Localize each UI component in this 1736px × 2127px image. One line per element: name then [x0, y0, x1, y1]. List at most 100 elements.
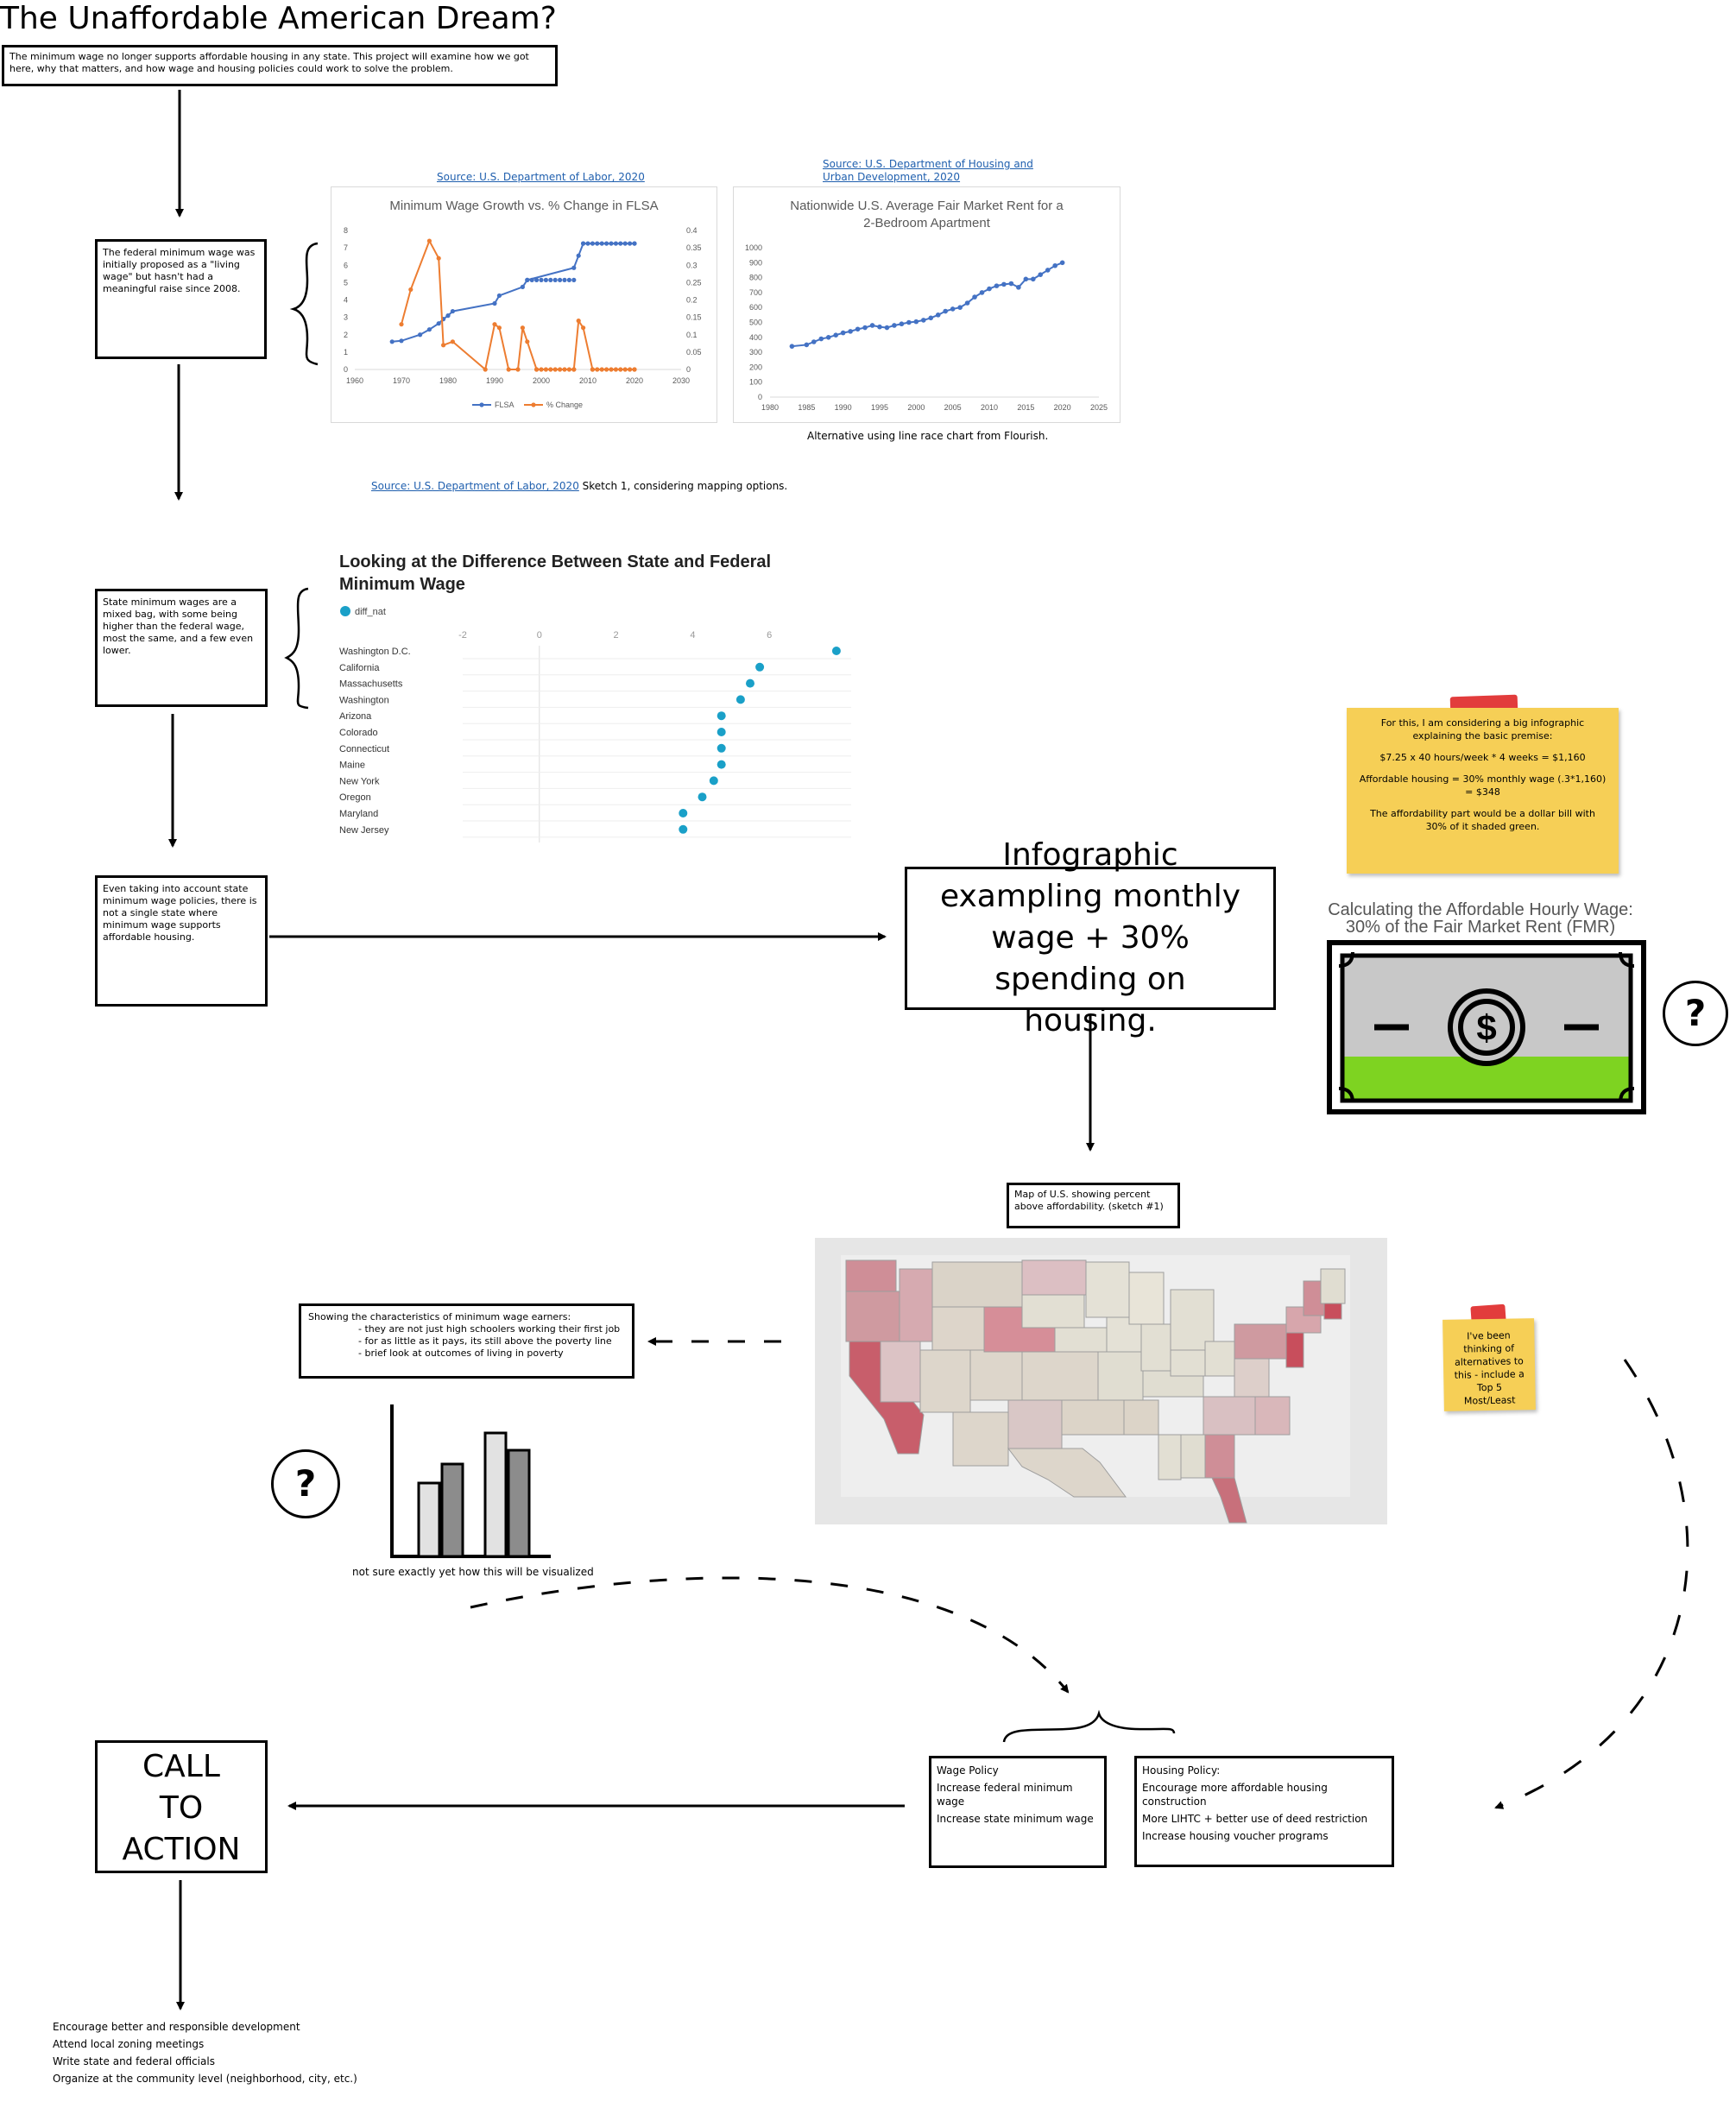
arrow-curve-right — [1494, 1359, 1689, 1809]
dollar-title-2: 30% of the Fair Market Rent (FMR) — [1345, 918, 1616, 937]
data-point — [1052, 262, 1057, 268]
data-point — [562, 367, 567, 372]
data-point — [1016, 285, 1021, 290]
data-point — [426, 238, 432, 243]
data-point — [789, 344, 795, 349]
intro-text: The minimum wage no longer supports affo… — [9, 51, 529, 74]
infographic-text: Infographic exampling monthly wage + 30%… — [939, 837, 1241, 1038]
data-point — [548, 277, 553, 282]
y-tick-label: 100 — [749, 378, 762, 387]
dot-point — [755, 662, 765, 672]
y2-tick-label: 0.15 — [686, 313, 702, 322]
data-point — [450, 308, 455, 314]
wage-policy-box: Wage Policy Increase federal minimum wag… — [929, 1756, 1107, 1868]
y-tick-label: 400 — [749, 333, 762, 342]
data-point — [529, 277, 534, 282]
data-point — [987, 286, 992, 292]
data-point — [426, 327, 432, 332]
source-link-hud-1[interactable]: Source: U.S. Department of Housing and — [823, 158, 1033, 170]
category-label: California — [339, 663, 380, 673]
federal-wage-box: The federal minimum wage was initially p… — [95, 239, 267, 359]
characteristics-item-3: - brief look at outcomes of living in po… — [358, 1348, 564, 1359]
data-point — [811, 339, 817, 344]
x-tick-label: 1980 — [761, 403, 779, 412]
y-tick-label: 8 — [344, 226, 348, 235]
data-point — [609, 241, 614, 246]
characteristics-item-1: - they are not just high schoolers worki… — [358, 1323, 621, 1335]
data-point — [818, 336, 824, 342]
data-point — [628, 241, 633, 246]
even-state-box: Even taking into account state minimum w… — [95, 875, 268, 1007]
us-choropleth-map — [815, 1238, 1387, 1524]
category-label: Oregon — [339, 792, 371, 803]
y2-tick-label: 0.25 — [686, 278, 702, 287]
data-point — [1059, 260, 1065, 266]
data-point — [525, 277, 530, 282]
dot-point — [746, 678, 754, 688]
data-point — [418, 332, 423, 338]
diff-chart: Looking at the Difference Between State … — [337, 549, 863, 843]
data-point — [1031, 276, 1036, 282]
federal-wage-text: The federal minimum wage was initially p… — [103, 247, 256, 294]
y-tick-label: 900 — [749, 258, 762, 267]
source-line-bottom: Source: U.S. Department of Labor, 2020 S… — [371, 480, 787, 492]
series-line-% Change — [401, 238, 634, 371]
data-point — [566, 277, 571, 282]
y-tick-label: 800 — [749, 274, 762, 282]
data-point — [571, 277, 577, 282]
data-point — [492, 300, 497, 306]
intro-box: The minimum wage no longer supports affo… — [2, 45, 558, 86]
characteristics-box: Showing the characteristics of minimum w… — [299, 1303, 634, 1379]
data-point — [804, 342, 810, 348]
arrow-curve-to-policy — [470, 1576, 1070, 1694]
y2-tick-label: 0.35 — [686, 243, 702, 252]
data-point — [543, 367, 548, 372]
data-point — [632, 367, 637, 372]
data-point — [436, 256, 441, 261]
data-point — [539, 367, 544, 372]
data-point — [935, 312, 941, 318]
data-point — [979, 290, 985, 295]
diff-chart-title: Looking at the Difference Between State … — [339, 552, 772, 594]
data-point — [534, 277, 540, 282]
source-link-labor-top[interactable]: Source: U.S. Department of Labor, 2020 — [437, 171, 645, 183]
x-tick-label: 0 — [537, 630, 542, 641]
data-point — [921, 318, 926, 323]
data-point — [399, 338, 404, 344]
x-tick-label: 6 — [767, 630, 772, 641]
dot-point — [679, 824, 688, 834]
y2-tick-label: 0.05 — [686, 348, 702, 357]
category-label: Arizona — [339, 711, 372, 722]
action-list: Encourage better and responsible develop… — [53, 2018, 357, 2087]
category-label: Washington D.C. — [339, 647, 411, 657]
y-tick-label: 3 — [344, 313, 348, 322]
x-tick-label: 2025 — [1090, 403, 1108, 412]
y2-tick-label: 0.3 — [686, 261, 698, 269]
housing-policy-item-1: Encourage more affordable housing constr… — [1142, 1782, 1328, 1808]
source-link-hud-2[interactable]: Urban Development, 2020 — [823, 171, 961, 183]
data-point — [833, 332, 838, 338]
x-tick-label: 1980 — [439, 376, 457, 385]
map-label-box: Map of U.S. showing percent above afford… — [1007, 1183, 1180, 1228]
data-point — [436, 321, 441, 326]
data-point — [389, 339, 395, 344]
category-label: Connecticut — [339, 744, 389, 754]
data-point — [566, 367, 571, 372]
data-point — [609, 367, 614, 372]
data-point — [445, 313, 451, 319]
data-point — [576, 319, 581, 324]
data-point — [628, 367, 633, 372]
wage-policy-item-2: Increase state minimum wage — [937, 1813, 1094, 1825]
even-state-text: Even taking into account state minimum w… — [103, 883, 257, 943]
y-tick-label: 1000 — [745, 243, 762, 252]
source-link-labor-bottom[interactable]: Source: U.S. Department of Labor, 2020 — [371, 480, 579, 492]
data-point — [884, 325, 890, 331]
data-point — [877, 324, 882, 330]
data-point — [571, 265, 577, 270]
x-tick-label: 2 — [614, 630, 619, 641]
question-circle-1: ? — [1663, 981, 1728, 1046]
data-point — [450, 339, 455, 344]
data-point — [622, 367, 628, 372]
